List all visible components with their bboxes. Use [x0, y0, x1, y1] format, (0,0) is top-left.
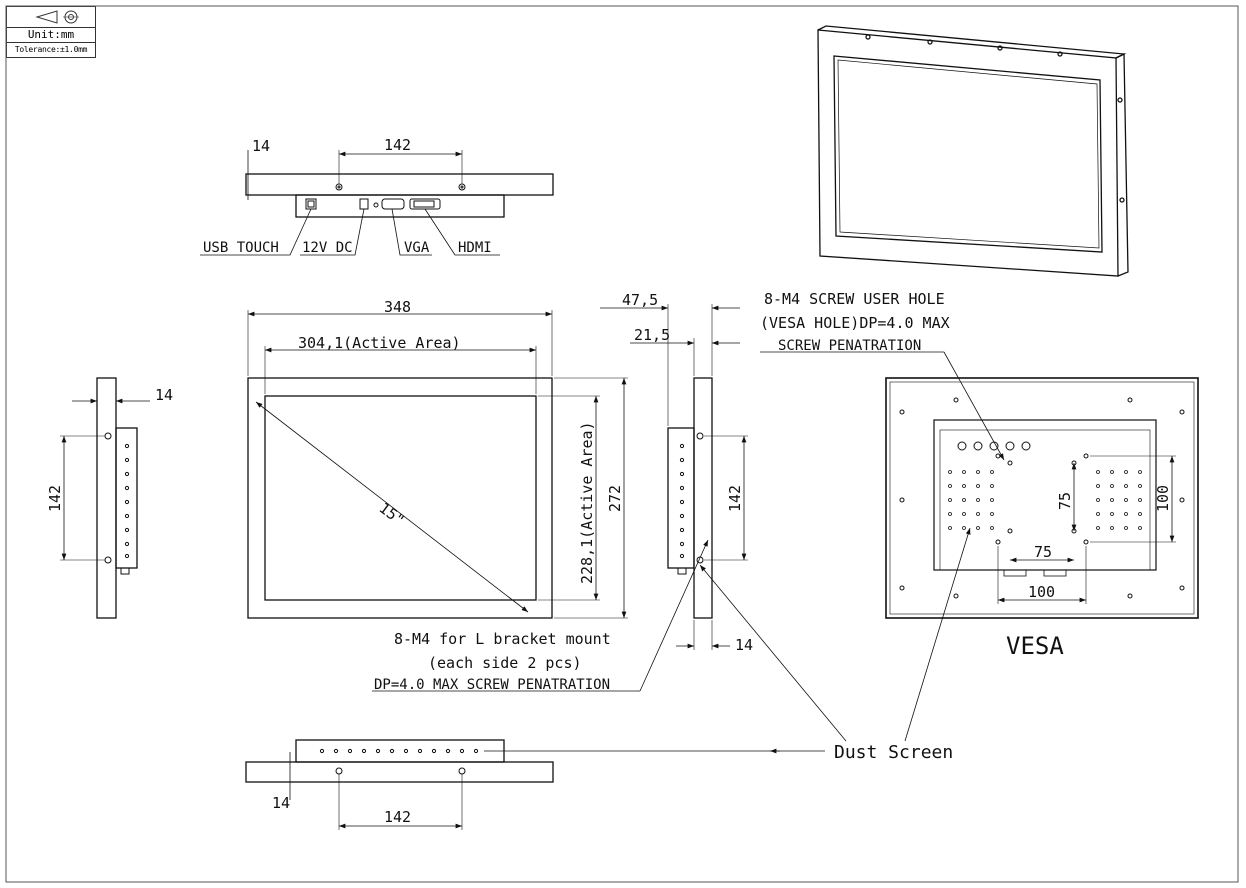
- vesa-note-line-3: SCREW PENATRATION: [778, 338, 921, 354]
- overall-height-dim: 272: [606, 485, 624, 512]
- vga-port-icon: [381, 198, 405, 210]
- bracket-note-leader: [372, 539, 709, 692]
- left-side-view: [60, 377, 150, 619]
- bracket-note-line-3: DP=4.0 MAX SCREW PENATRATION: [374, 677, 610, 693]
- bottom-view: [245, 739, 780, 830]
- isometric-view: [817, 25, 1129, 277]
- overall-width-dim: 348: [384, 298, 411, 316]
- right-hole-spacing-dim: 142: [726, 485, 744, 512]
- unit-label: Unit:mm: [7, 28, 95, 43]
- vesa-100-vertical-dim: 100: [1154, 485, 1172, 512]
- vesa-note-line-2: (VESA HOLE)DP=4.0 MAX: [760, 314, 950, 332]
- sheet-border: [5, 5, 1239, 883]
- port-label-dc: 12V DC: [302, 240, 353, 256]
- top-thickness-dim: 14: [252, 137, 270, 155]
- diagonal-size: 15": [376, 499, 408, 530]
- bracket-note-line-1: 8-M4 for L bracket mount: [394, 630, 611, 648]
- tolerance-label: Tolerance:±1.0mm: [14, 45, 88, 54]
- right-side-view: [600, 304, 748, 650]
- port-label-usb: USB TOUCH: [203, 240, 279, 256]
- vesa-75-vertical-dim: 75: [1056, 492, 1074, 510]
- right-flange-dim: 14: [735, 636, 753, 654]
- active-height-dim: 228,1(Active Area): [578, 421, 596, 584]
- vesa-vent-grid-left: [948, 470, 994, 530]
- vesa-label: VESA: [1006, 632, 1064, 660]
- dc-jack-icon: [359, 198, 369, 210]
- vesa-view: [885, 377, 1199, 619]
- total-depth-dim: 47,5: [622, 291, 658, 309]
- bottom-hole-spacing-dim: 142: [384, 808, 411, 826]
- bottom-thickness-dim: 14: [272, 794, 290, 812]
- vesa-75-horizontal-dim: 75: [1034, 543, 1052, 561]
- title-block: Unit:mm Tolerance:±1.0mm: [6, 6, 96, 58]
- body-depth-dim: 21,5: [634, 326, 670, 344]
- vesa-100-horizontal-dim: 100: [1028, 583, 1055, 601]
- top-hole-spacing-dim: 142: [384, 136, 411, 154]
- top-view: [200, 150, 554, 256]
- left-hole-spacing-dim: 142: [46, 485, 64, 512]
- dust-screen-label: Dust Screen: [834, 742, 953, 763]
- left-flange-dim: 14: [155, 386, 173, 404]
- vesa-vent-grid-right: [1096, 470, 1142, 530]
- active-width-dim: 304,1(Active Area): [298, 334, 461, 352]
- dust-screen-leaders: [699, 527, 971, 754]
- port-label-hdmi: HDMI: [458, 240, 492, 256]
- vesa-note-leader: [760, 351, 1005, 461]
- bracket-note-line-2: (each side 2 pcs): [428, 654, 582, 672]
- port-label-vga: VGA: [404, 240, 430, 256]
- projection-symbol-icon: [7, 7, 95, 28]
- front-view: [247, 310, 628, 619]
- vesa-note-line-1: 8-M4 SCREW USER HOLE: [764, 290, 945, 308]
